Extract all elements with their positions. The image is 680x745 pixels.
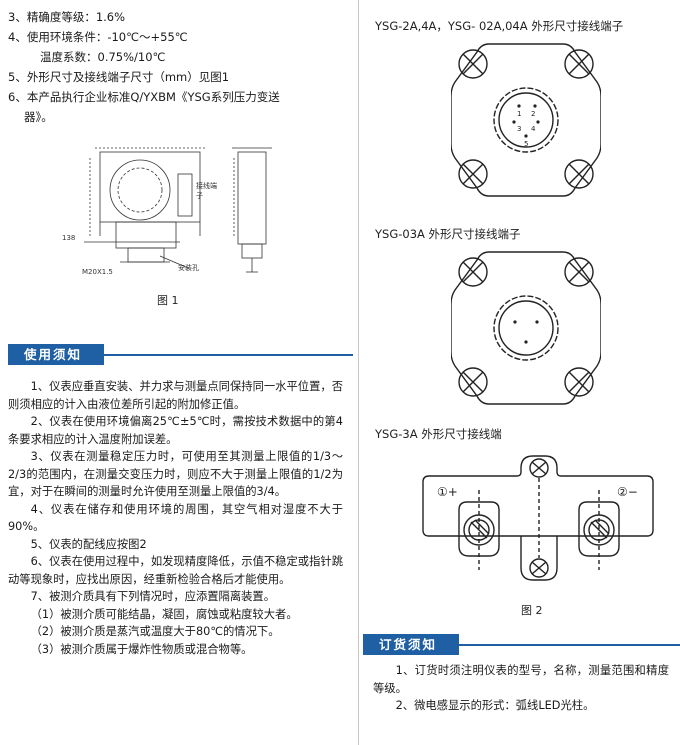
order-heading: 订货须知 xyxy=(363,634,459,655)
fig1-terminal-label-a: 接线端 xyxy=(196,181,217,190)
usage-heading: 使用须知 xyxy=(8,344,104,365)
spec-dimensions: 5、外形尺寸及接线端子尺寸（mm）见图1 xyxy=(8,70,230,84)
spec-temp-coefficient: 温度系数：0.75%/10℃ xyxy=(40,50,166,64)
order-body: 1、订货时须注明仪表的型号，名称，测量范围和精度等级。 2、微电感显示的形式：弧… xyxy=(373,662,669,715)
fig1-hole-label: 安装孔 xyxy=(178,263,199,272)
usage-subitem-3: （3）被测介质属于爆炸性物质或混合物等。 xyxy=(30,642,253,656)
figure-2-caption: 图 2 xyxy=(521,604,543,617)
terminal-2-label: ②− xyxy=(617,485,638,499)
spec-standard-cont: 器》。 xyxy=(24,110,53,124)
terminal-1-label: ①+ xyxy=(437,485,458,499)
connector-title-1: YSG-2A,4A，YSG- 02A,04A 外形尺寸接线端子 xyxy=(375,19,624,33)
right-column: YSG-2A,4A，YSG- 02A,04A 外形尺寸接线端子 1 2 3 4 … xyxy=(363,0,680,745)
column-divider xyxy=(358,0,359,745)
connector-drawing-1: 1 2 3 4 5 xyxy=(451,43,601,197)
connector-title-2: YSG-03A 外形尺寸接线端子 xyxy=(375,227,521,241)
pin-label-4: 4 xyxy=(531,125,536,133)
pin-label-2: 2 xyxy=(531,110,535,118)
usage-item-2: 2、仪表在使用环境偏离25℃±5℃时，需按技术数据中的第4条要求相应的计入温度附… xyxy=(8,415,343,446)
figure-1-caption: 图 1 xyxy=(157,294,179,307)
spec-environment: 4、使用环境条件：-10℃～+55℃ xyxy=(8,30,188,44)
usage-item-4: 4、仪表在储存和使用环境的周围，其空气相对湿度不大于90%。 xyxy=(8,502,343,534)
order-item-2: 2、微电感显示的形式：弧线LED光柱。 xyxy=(395,699,595,712)
usage-item-1: 1、仪表应垂直安装、并力求与测量点同保持同一水平位置，否则须相应的计入由液位差所… xyxy=(8,380,343,411)
spec-accuracy: 3、精确度等级：1.6% xyxy=(8,10,126,24)
usage-item-7: 7、被测介质具有下列情况时，应添置隔离装置。 xyxy=(30,590,276,603)
pin-label-3: 3 xyxy=(517,125,521,133)
left-column: 3、精确度等级：1.6% 4、使用环境条件：-10℃～+55℃ 温度系数：0.7… xyxy=(8,10,353,658)
order-item-1: 1、订货时须注明仪表的型号，名称，测量范围和精度等级。 xyxy=(373,664,669,695)
pin-label-5: 5 xyxy=(524,140,528,148)
fig1-dimension-label: 138 xyxy=(62,234,75,242)
order-heading-rule xyxy=(363,644,680,646)
connector-drawing-2 xyxy=(451,251,601,405)
terminal-block-drawing: ①+ ②− xyxy=(422,455,654,581)
usage-item-5: 5、仪表的配线应按图2 xyxy=(30,537,147,551)
connector-title-3: YSG-3A 外形尺寸接线端 xyxy=(375,427,502,441)
pin-label-1: 1 xyxy=(517,110,521,118)
usage-heading-rule xyxy=(8,354,353,356)
usage-item-6: 6、仪表在使用过程中，如发现精度降低，示值不稳定或指针跳动等现象时，应找出原因，… xyxy=(8,555,343,586)
usage-subitem-2: （2）被测介质是蒸汽或温度大于80℃的情况下。 xyxy=(30,625,280,638)
usage-subitem-1: （1）被测介质可能结晶，凝固，腐蚀或粘度较大者。 xyxy=(30,607,298,621)
fig1-thread-label: M20X1.5 xyxy=(82,268,113,276)
usage-body: 1、仪表应垂直安装、并力求与测量点同保持同一水平位置，否则须相应的计入由液位差所… xyxy=(8,378,343,658)
usage-item-3: 3、仪表在测量稳定压力时，可使用至其测量上限值的1/3～2/3的范围内，在测量交… xyxy=(8,450,343,498)
figure-1-drawing: 接线端 子 138 安装孔 M20X1.5 xyxy=(62,147,272,276)
spec-standard: 6、本产品执行企业标准Q/YXBM《YSG系列压力变送 xyxy=(8,90,280,104)
fig1-terminal-label-b: 子 xyxy=(196,192,203,200)
